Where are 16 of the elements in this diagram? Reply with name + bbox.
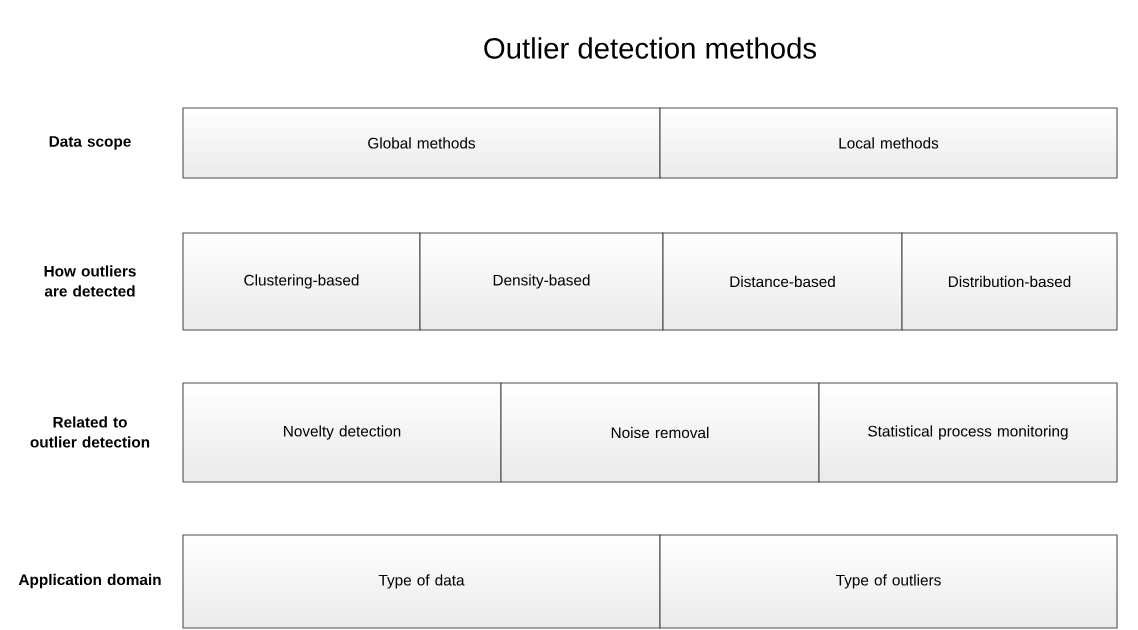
category-box: Type of outliers [659, 534, 1118, 629]
category-box: Noise removal [500, 382, 820, 483]
category-box: Novelty detection [182, 382, 502, 483]
category-box: Statistical process monitoring [818, 382, 1118, 483]
row-label: Related to outlier detection [30, 416, 150, 448]
row-label: Application domain [18, 573, 161, 589]
category-box: Local methods [659, 107, 1118, 179]
row-label: Data scope [49, 136, 131, 150]
category-box: Distance-based [662, 232, 903, 331]
row-label: How outliers are detected [44, 265, 136, 297]
category-box: Type of data [182, 534, 661, 629]
title: Outlier detection methods [484, 37, 816, 59]
category-box: Clustering-based [182, 232, 421, 331]
category-box: Distribution-based [901, 232, 1118, 331]
category-box: Density-based [419, 232, 664, 331]
category-box: Global methods [182, 107, 661, 179]
